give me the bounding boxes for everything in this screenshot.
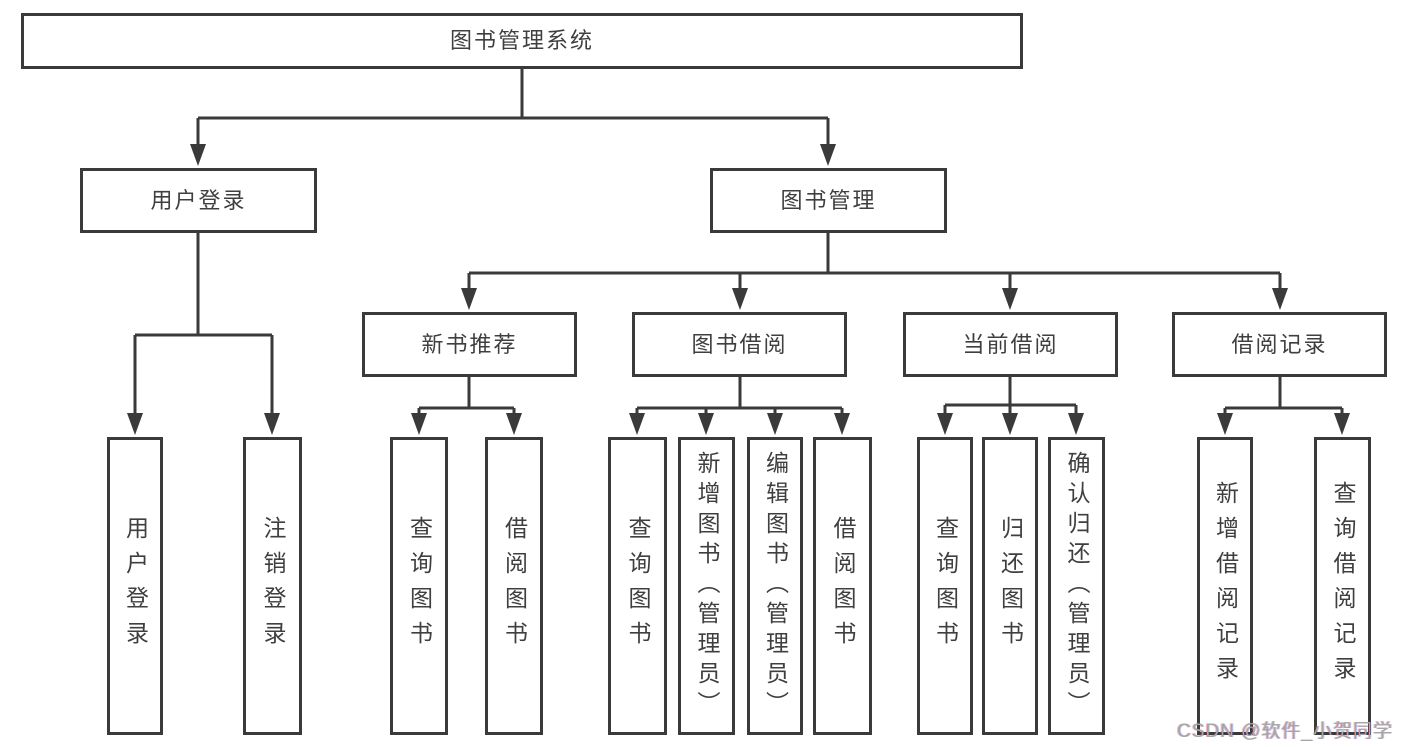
arrow-icon: [937, 413, 953, 435]
leaf-borrow-query-book: 查询图书: [608, 437, 667, 735]
csdn-watermark: CSDN @软件_小贺同学: [1177, 721, 1393, 742]
leaf-borrow-borrow-book: 借阅图书: [813, 437, 872, 735]
node-borrow-record: 借阅记录: [1172, 312, 1387, 377]
arrow-icon: [264, 413, 280, 435]
arrow-icon: [1002, 288, 1018, 310]
node-new-book-recommend: 新书推荐: [362, 312, 577, 377]
connector-borrow-record-children: [1223, 377, 1344, 417]
leaf-newbook-borrow-book: 借阅图书: [485, 437, 543, 735]
connector-current-borrow-children: [943, 377, 1078, 417]
arrow-icon: [1272, 288, 1288, 310]
leaf-newbook-query-book: 查询图书: [390, 437, 448, 735]
connector-book-mgmt-children: [467, 233, 1282, 290]
arrow-icon: [1002, 413, 1018, 435]
arrow-icon: [1334, 413, 1350, 435]
connector-book-borrow-children: [635, 377, 844, 417]
connector-new-book-children: [417, 377, 516, 417]
arrow-icon: [767, 413, 783, 435]
arrow-icon: [1217, 413, 1233, 435]
connector-root-to-level2: [196, 69, 830, 146]
arrow-icon: [820, 144, 836, 166]
leaf-borrow-add-book-admin: 新增图书（管理员）: [678, 437, 735, 735]
arrow-icon: [732, 288, 748, 310]
arrow-icon: [698, 413, 714, 435]
connector-user-login-children: [133, 233, 274, 415]
node-book-management: 图书管理: [710, 168, 947, 233]
leaf-record-add-borrow-record: 新增借阅记录: [1197, 437, 1253, 735]
node-root-system: 图书管理系统: [21, 13, 1023, 69]
leaf-user-login: 用户登录: [107, 437, 163, 735]
arrow-icon: [190, 144, 206, 166]
leaf-record-query-borrow-record: 查询借阅记录: [1314, 437, 1371, 735]
arrow-icon: [461, 288, 477, 310]
arrow-icon: [834, 413, 850, 435]
leaf-current-return-book: 归还图书: [982, 437, 1038, 735]
node-book-borrow: 图书借阅: [632, 312, 847, 377]
arrow-icon: [506, 413, 522, 435]
leaf-borrow-edit-book-admin: 编辑图书（管理员）: [747, 437, 803, 735]
arrow-icon: [1068, 413, 1084, 435]
node-current-borrow: 当前借阅: [903, 312, 1118, 377]
leaf-current-query-book: 查询图书: [917, 437, 973, 735]
arrow-icon: [629, 413, 645, 435]
arrow-icon: [127, 413, 143, 435]
node-user-login: 用户登录: [80, 168, 317, 233]
arrow-heads: [127, 144, 1350, 435]
leaf-current-confirm-return-admin: 确认归还（管理员）: [1048, 437, 1105, 735]
arrow-icon: [411, 413, 427, 435]
leaf-user-logout: 注销登录: [243, 437, 302, 735]
